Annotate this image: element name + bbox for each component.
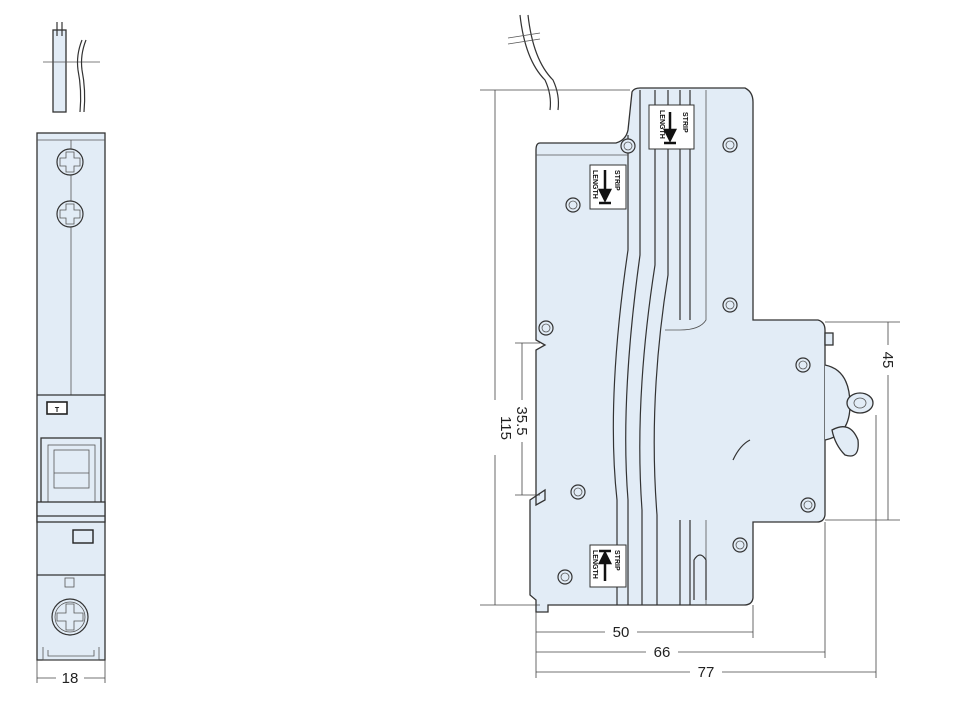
svg-text:45: 45 [879,352,896,369]
test-button-badge[interactable]: T [46,401,68,415]
svg-text:STRIP: STRIP [613,550,620,571]
svg-text:77: 77 [698,664,715,681]
svg-text:50: 50 [613,624,630,641]
svg-text:LENGTH: LENGTH [658,110,665,139]
svg-text:LENGTH: LENGTH [591,170,598,199]
svg-text:35.5: 35.5 [513,406,530,435]
din-clip [42,647,100,661]
strip-length-label: STRIP LENGTH [648,104,695,150]
terminal-screw-icon [51,598,89,636]
terminal-screw-icon [56,148,84,176]
svg-text:18: 18 [62,670,79,687]
strip-length-label: STRIP LENGTH [589,544,627,588]
mounting-holes [538,137,816,585]
terminal-screw-icon [56,200,84,228]
svg-text:STRIP: STRIP [613,170,620,191]
side-view: STRIP LENGTH STRIP LENGTH STRIP LENGTH [507,14,874,613]
side-housing [529,87,826,613]
dimension-rail: 35.5 [513,342,540,496]
strip-length-label: STRIP LENGTH [589,164,627,210]
svg-text:LENGTH: LENGTH [591,550,598,579]
toggle-lever[interactable] [36,437,106,523]
dimension-width: 18 [36,660,106,687]
dimension-depths: 50 66 77 [535,415,877,681]
housing-grooves [536,90,751,605]
cable-front [43,22,100,113]
svg-text:66: 66 [654,644,671,661]
svg-text:STRIP: STRIP [681,112,688,133]
cable-side [507,14,560,111]
dimension-front-height: 45 [825,321,900,521]
svg-text:T: T [55,407,60,414]
indicator-window [72,529,94,544]
toggle-lever-side[interactable] [824,332,874,457]
dimension-height-total: 115 [480,89,630,606]
front-view: T 18 [36,22,106,687]
svg-text:115: 115 [497,416,514,440]
